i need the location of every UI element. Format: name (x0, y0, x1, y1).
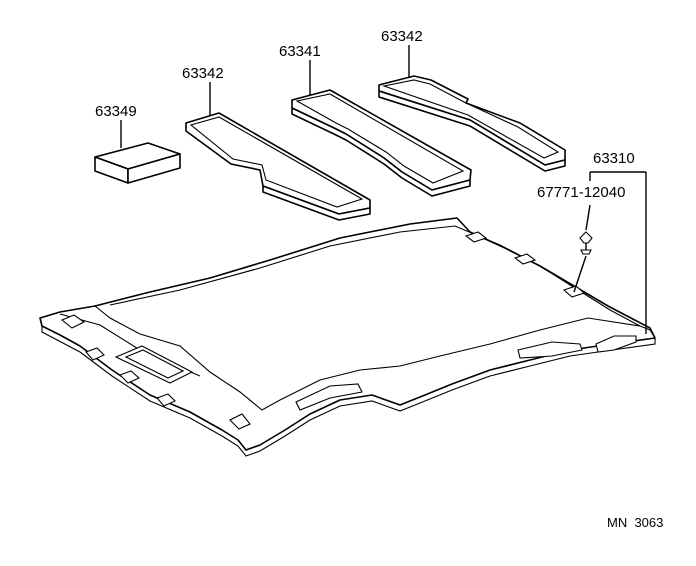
part-63342-right-pad (378, 75, 566, 172)
label-63342-right: 63342 (381, 28, 423, 45)
leaders-63310 (573, 171, 647, 334)
part-63342-left-pad (185, 112, 371, 221)
headliner-63310 (39, 217, 656, 457)
label-63349: 63349 (95, 103, 137, 120)
label-63342-left: 63342 (182, 65, 224, 82)
clip-67771-12040 (579, 231, 593, 255)
label-67771-12040: 67771-12040 (537, 184, 625, 201)
part-63349-block (94, 142, 181, 184)
part-63341-pad (291, 89, 472, 197)
label-63310: 63310 (593, 150, 635, 167)
label-63341: 63341 (279, 43, 321, 60)
diagram-code: MN 3063 (607, 515, 663, 530)
